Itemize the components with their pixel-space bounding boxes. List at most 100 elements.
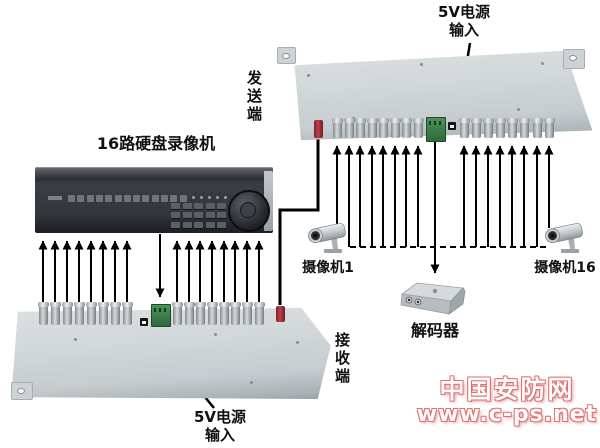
dvr-vent-slot [114,195,122,202]
dvr-numpad-key [182,212,192,219]
bnc-connector [253,302,265,325]
bnc-connector [183,302,195,325]
dvr-numpad-key [182,203,192,209]
receiver-mount-ear-left [11,382,33,400]
dvr-title: 16路硬盘录像机 [96,134,216,153]
dvr-vent-slot [86,195,94,202]
dvr-jog-dial-center [240,202,256,218]
mount-hole-icon [282,53,290,59]
power-input-label-bottom: 5V电源 输入 [186,408,254,444]
receiver-label: 接收端 [333,332,351,386]
bnc-connector [389,118,401,138]
bnc-connector [366,118,378,138]
camera1-label: 摄像机1 [302,260,354,276]
bnc-connector [506,118,518,138]
dvr-numpad-key [171,221,180,228]
bnc-connector [49,302,61,325]
watermark-site-name: 中国安防网 [439,375,575,404]
dvr-vent-slot [161,195,168,202]
bnc-connector [531,118,543,138]
bnc-connector [354,118,366,138]
power-input-label-top: 5V电源 输入 [430,3,498,39]
dvr-numpad-key [194,203,204,209]
bnc-connector [171,302,183,325]
bnc-connector [85,302,97,325]
screw-icon [517,108,520,111]
bnc-connector [543,118,555,138]
dvr-numpad-key [205,203,215,209]
power-socket [140,318,148,326]
dvr-numpad-key [205,221,215,228]
power-label-line1: 5V电源 [193,408,247,426]
camera-icon [308,222,346,253]
mount-hole-icon [17,388,25,394]
bnc-connector [121,302,133,325]
dvr-status-led [192,196,195,199]
power-label-line2: 输入 [448,21,479,39]
dvr-status-led [216,196,219,199]
dvr-end-cap [264,171,273,231]
dvr-vent-slot [142,195,150,202]
transmitter-mount-ear-left [277,47,296,64]
bnc-connector [412,118,424,138]
bnc-connector [377,118,389,138]
dvr-vent-slot [105,195,113,202]
bnc-connector [482,118,494,138]
bnc-connector [343,118,355,138]
screw-icon [296,341,299,344]
bnc-connector [73,302,85,325]
bnc-connector [331,118,343,138]
bnc-connector [194,302,206,325]
dvr-numpad-key [217,212,227,219]
bnc-connector [109,302,121,325]
power-label-line2: 输入 [204,426,235,444]
fiber-port-red [276,306,285,322]
bnc-connector [241,302,253,325]
dvr-numpad-key [171,203,180,209]
power-socket [448,122,456,130]
power-label-line1: 5V电源 [437,3,491,21]
bnc-connector [37,302,49,325]
dvr-vent-slot [77,195,85,202]
decoder-label: 解码器 [410,321,459,340]
camera16-label: 摄像机16 [534,260,596,276]
dvr-vent-slot [123,195,131,202]
screw-icon [541,62,544,65]
data-terminal-green [151,304,171,327]
decoder-box [400,282,466,315]
bnc-connector [494,118,506,138]
dvr-numpad-key [171,212,180,219]
dvr-vent-slot [151,195,159,202]
bnc-connector [400,118,412,138]
dvr-vent-slot [68,195,75,202]
screw-icon [250,381,253,384]
camera-icon [545,222,583,253]
screw-icon [214,333,217,336]
fiber-port-red [314,120,323,138]
bnc-connector [470,118,482,138]
bnc-connector [229,302,241,325]
dvr-vent-slot [133,195,141,202]
dvr-numpad-key [217,203,227,209]
bnc-connector [206,302,218,325]
transmitter-label: 发送端 [245,70,263,124]
bnc-connector [218,302,230,325]
watermark: 中国安防网 www.c-ps.net [414,377,600,427]
screw-icon [420,63,423,66]
bnc-connector [518,118,530,138]
bnc-connector [61,302,73,325]
dvr-vent-slot [170,195,178,202]
transmitter-mount-ear-right [563,49,585,69]
dvr-status-led [224,196,227,199]
dvr-status-led [200,196,203,199]
data-terminal-green [426,117,446,142]
dvr-numpad-key [217,221,227,228]
dvr-logo [48,196,62,200]
dvr-vent-slot [95,195,103,202]
dvr-numpad-key [182,221,192,228]
bnc-connector [97,302,109,325]
dvr-numpad-key [194,212,204,219]
screw-icon [307,74,310,77]
dvr-vent-slot [179,195,187,202]
dvr-numpad-key [194,221,204,228]
